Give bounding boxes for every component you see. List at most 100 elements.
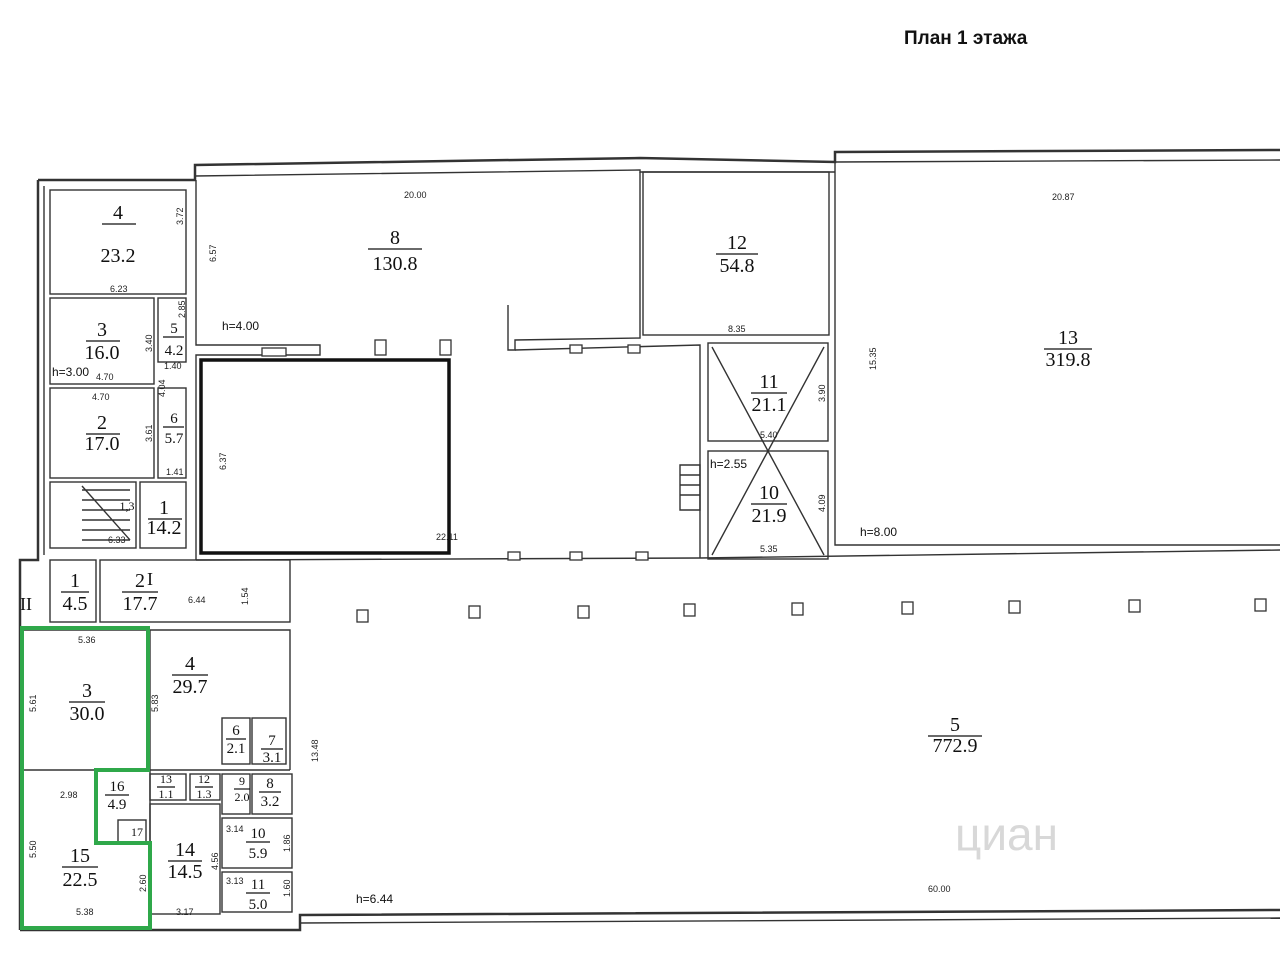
room-1-bottom-number: 1 — [70, 570, 80, 592]
dim-5-50: 5.50 — [28, 840, 38, 858]
room-15-bottom-area: 22.5 — [63, 869, 98, 891]
height-label-2: h=4.00 — [222, 319, 259, 333]
dim-60-00: 60.00 — [928, 884, 951, 894]
height-labels: h=3.00 h=4.00 h=2.55 h=8.00 h=6.44 — [52, 319, 897, 906]
stair-label: 1,3 — [120, 499, 135, 513]
dim-3-61: 3.61 — [144, 424, 154, 442]
room-6-bottom-number: 6 — [232, 723, 240, 739]
room-4-top-area: 23.2 — [101, 245, 136, 267]
room-10-top-area: 21.9 — [752, 505, 787, 527]
room-2-top-area: 17.0 — [85, 433, 120, 455]
room-13-block — [699, 162, 1280, 559]
room-10-top-number: 10 — [759, 482, 779, 504]
dim-2-60: 2.60 — [138, 874, 148, 892]
dim-20-00: 20.00 — [404, 190, 427, 200]
room-6-top-area: 5.7 — [165, 431, 184, 447]
dim-3-13: 3.13 — [226, 876, 244, 886]
dim-6-44: 6.44 — [188, 595, 206, 605]
room-17-bottom-number: 17 — [131, 825, 143, 839]
room-13-bottom-area: 1.1 — [159, 787, 174, 801]
room-5-bottom-area: 772.9 — [933, 735, 978, 757]
dim-6-33: 6.33 — [108, 535, 126, 545]
dim-1-54: 1.54 — [240, 587, 250, 605]
dim-3-17: 3.17 — [176, 907, 194, 917]
room-labels: 4 23.2 3 16.0 5 4.2 2 17.0 6 5.7 1 14.2 … — [61, 202, 1092, 913]
room-7-bottom-number: 7 — [268, 733, 276, 749]
dim-1-41: 1.41 — [166, 467, 184, 477]
room-3-bottom-number: 3 — [82, 680, 92, 702]
dim-8-35: 8.35 — [728, 324, 746, 334]
room-3-bottom-area: 30.0 — [70, 703, 105, 725]
dim-20-87: 20.87 — [1052, 192, 1075, 202]
room-13-area: 319.8 — [1046, 349, 1091, 371]
room-5-top-area: 4.2 — [165, 343, 184, 359]
room-6-top-number: 6 — [170, 411, 178, 427]
room-8-bottom-number: 8 — [266, 776, 274, 792]
dim-4-70-a: 4.70 — [96, 372, 114, 382]
room-12-block — [642, 171, 830, 336]
room-14-bottom-area: 14.5 — [168, 861, 203, 883]
room-9-bottom-number: 9 — [239, 774, 245, 788]
dim-4-70-b: 4.70 — [92, 392, 110, 402]
room-4-bottom-area: 29.7 — [173, 676, 208, 698]
dim-1-40: 1.40 — [164, 361, 182, 371]
room-12-number: 12 — [727, 232, 747, 254]
dim-5-38: 5.38 — [76, 907, 94, 917]
upper-left-rooms — [49, 189, 187, 549]
dim-1-86: 1.86 — [282, 834, 292, 852]
room-15-bottom-number: 15 — [70, 845, 90, 867]
room-11-bottom-area: 5.0 — [249, 897, 268, 913]
height-label-1: h=3.00 — [52, 365, 89, 379]
room-8-bottom-area: 3.2 — [261, 794, 280, 810]
outer-walls — [18, 148, 1280, 932]
room-4-bottom-number: 4 — [185, 653, 195, 675]
room-13-number: 13 — [1058, 327, 1078, 349]
dim-4-04: 4.04 — [157, 379, 167, 397]
dim-5-83: 5.83 — [150, 694, 160, 712]
room-11-bottom-number: 11 — [251, 877, 265, 893]
room-8-number: 8 — [390, 227, 400, 249]
room-12-bottom-number: 12 — [198, 772, 210, 786]
room-2-bottom-number: 2 — [135, 570, 145, 592]
height-label-3: h=2.55 — [710, 457, 747, 471]
room-2-bottom-area: 17.7 — [123, 593, 158, 615]
rooms-10-11-block — [679, 342, 829, 560]
room-12-area: 54.8 — [720, 255, 755, 277]
room-10-bottom-number: 10 — [251, 826, 266, 842]
roman-two: II — [20, 594, 32, 614]
dim-13-48: 13.48 — [310, 739, 320, 762]
room-16-bottom-area: 4.9 — [108, 797, 127, 813]
dim-4-56: 4.56 — [210, 852, 220, 870]
dim-5-61: 5.61 — [28, 694, 38, 712]
room-11-top-area: 21.1 — [752, 394, 787, 416]
room-1-bottom-area: 4.5 — [63, 593, 88, 615]
room-1-top-number: 1 — [159, 497, 169, 519]
room-11-top-number: 11 — [759, 371, 778, 393]
watermark: циан — [955, 808, 1058, 860]
dim-4-09: 4.09 — [817, 494, 827, 512]
room-13-bottom-number: 13 — [160, 772, 172, 786]
height-label-4: h=8.00 — [860, 525, 897, 539]
dim-3-40: 3.40 — [144, 334, 154, 352]
room-4-top-number: 4 — [113, 202, 123, 224]
room-6-bottom-area: 2.1 — [227, 741, 246, 757]
dim-3-90: 3.90 — [817, 384, 827, 402]
room-16-bottom-number: 16 — [110, 779, 126, 795]
hall-8-block — [195, 172, 701, 561]
room-3-top-number: 3 — [97, 319, 107, 341]
dim-15-35: 15.35 — [868, 347, 878, 370]
height-label-5: h=6.44 — [356, 892, 393, 906]
room-5-top-number: 5 — [170, 321, 178, 337]
dim-1-60: 1.60 — [282, 879, 292, 897]
plan-title: План 1 этажа — [904, 28, 1028, 49]
room-1-top-area: 14.2 — [147, 517, 182, 539]
room-8-area: 130.8 — [373, 253, 418, 275]
room-12-bottom-area: 1.3 — [197, 787, 212, 801]
room-7-bottom-area: 3.1 — [263, 750, 282, 766]
room-5-bottom-number: 5 — [950, 714, 960, 736]
dim-2-98: 2.98 — [60, 790, 78, 800]
dim-6-57: 6.57 — [208, 244, 218, 262]
columns — [261, 339, 1267, 623]
